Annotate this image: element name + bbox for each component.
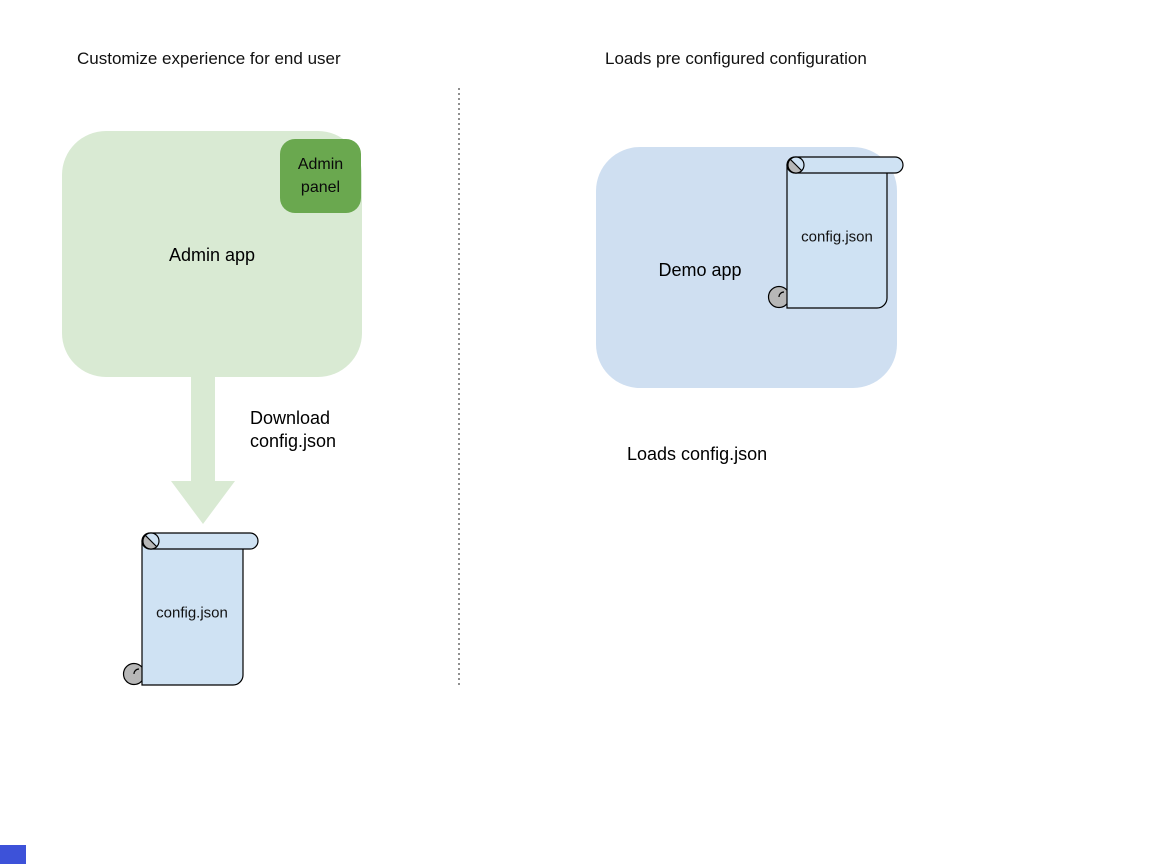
admin-app-label: Admin app: [168, 245, 256, 265]
scroll-body: [786, 164, 888, 309]
left-scroll-label: config.json: [156, 605, 228, 622]
down-arrow-shape: [171, 377, 235, 524]
demo-app-label: Demo app: [658, 260, 742, 280]
download-label-line1: Download: [250, 408, 331, 428]
right-section-title: Loads pre configured configuration: [605, 49, 867, 68]
section-divider: [458, 88, 460, 687]
config-json-scroll-left: config.json: [122, 532, 259, 686]
right-scroll-label: config.json: [801, 229, 873, 246]
download-arrow-label: Download config.json: [250, 407, 336, 453]
admin-panel-box: Admin panel: [280, 139, 361, 213]
admin-panel-label-line2: panel: [300, 179, 341, 196]
scroll-top-curl-shade: [787, 158, 803, 174]
scroll-top-curl-shade: [142, 534, 158, 550]
download-arrow-icon: [171, 377, 235, 524]
left-section-title: Customize experience for end user: [77, 49, 341, 68]
scroll-body: [141, 540, 244, 686]
loads-config-caption: Loads config.json: [627, 444, 768, 464]
corner-marker: [0, 845, 26, 864]
scroll-bottom-curl-spiral: [133, 668, 140, 675]
scroll-bottom-curl-spiral: [778, 291, 785, 298]
admin-panel-label-line1: Admin: [297, 156, 344, 173]
scroll-top-roll: [141, 532, 259, 550]
scroll-top-roll: [786, 156, 904, 174]
download-label-line2: config.json: [250, 431, 337, 451]
config-json-scroll-right: config.json: [767, 156, 904, 309]
